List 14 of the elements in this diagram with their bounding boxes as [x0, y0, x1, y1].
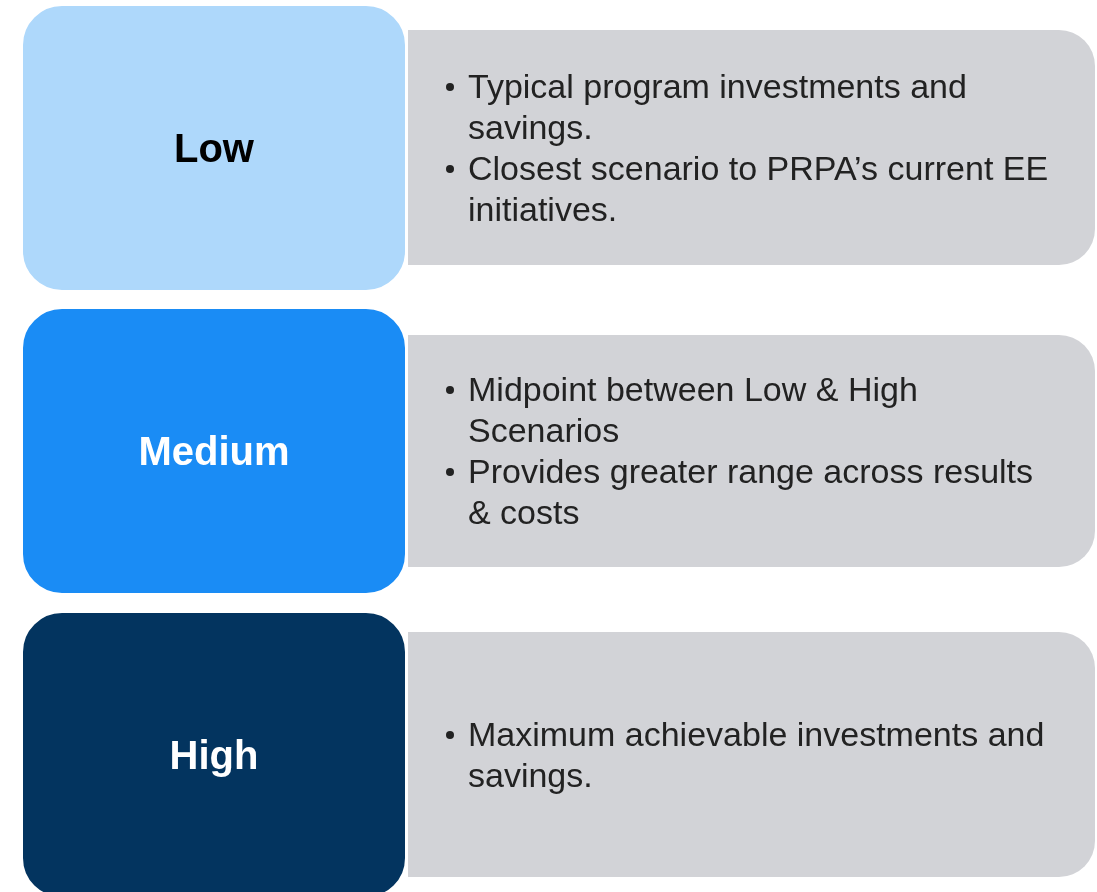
bullet-item: Provides greater range across results & costs	[446, 451, 1055, 533]
description-panel	[408, 632, 1095, 877]
scenario-title: Low	[174, 125, 254, 171]
scenario-title: High	[169, 732, 259, 778]
scenario-title: Medium	[138, 428, 290, 474]
scenario-box	[20, 610, 408, 892]
description-panel	[408, 30, 1095, 265]
bullet-item: Closest scenario to PRPA’s current EE initiatives.	[446, 147, 1055, 230]
bullet-item: Maximum achievable investments and savings.	[446, 713, 1055, 796]
bullet-item: Typical program investments and savings.	[446, 65, 1055, 148]
description-panel	[408, 335, 1095, 567]
scenario-box	[20, 306, 408, 596]
bullet-item: Midpoint between Low & High Scenarios	[446, 369, 1055, 451]
scenario-box	[20, 3, 408, 293]
